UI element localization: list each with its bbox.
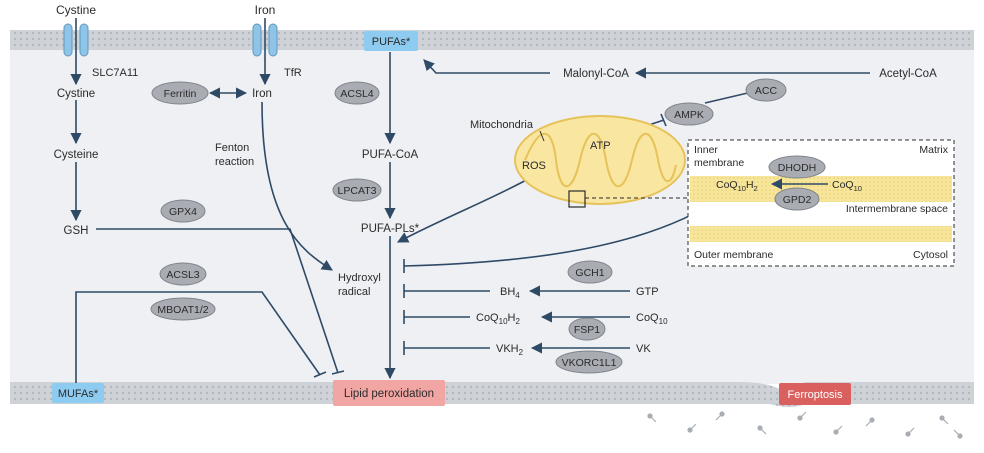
bottom-membrane bbox=[10, 382, 974, 407]
acsl4-label: ACSL4 bbox=[340, 88, 373, 100]
lpcat3-label: LPCAT3 bbox=[338, 185, 377, 197]
inhibit-mufa-line bbox=[75, 291, 321, 386]
mitochondria-label: Mitochondria bbox=[470, 119, 534, 131]
mito-inset bbox=[687, 139, 955, 267]
coq-label: CoQ10 bbox=[636, 312, 668, 326]
pufas-box bbox=[364, 31, 418, 51]
ferroptosis-box bbox=[779, 383, 851, 405]
inhibit-gsh-line bbox=[96, 228, 339, 374]
inset-coq10-label: CoQ10 bbox=[832, 179, 862, 193]
atp-label: ATP bbox=[590, 140, 611, 152]
lipid-peroxidation-label: Lipid peroxidation bbox=[344, 388, 434, 400]
tfr-transporter bbox=[252, 23, 278, 57]
hydroxyl-label-2: radical bbox=[338, 286, 370, 298]
tfr-label: TfR bbox=[284, 67, 302, 79]
vkorc1l1-label: VKORC1L1 bbox=[562, 357, 617, 369]
ferritin-oval bbox=[151, 81, 209, 105]
fenton-label-2: reaction bbox=[215, 156, 254, 168]
acetyl-coa-label: Acetyl-CoA bbox=[879, 68, 937, 80]
gpx4-oval bbox=[160, 199, 206, 223]
ferroptosis-label: Ferroptosis bbox=[787, 389, 843, 401]
iron-outside-label: Iron bbox=[255, 3, 276, 17]
pufa-coa-label: PUFA-CoA bbox=[362, 149, 419, 161]
slc7a11-label: SLC7A11 bbox=[92, 67, 138, 79]
ros-label: ROS bbox=[522, 160, 546, 172]
mitochondria-pointer bbox=[539, 130, 545, 142]
inhibit-gsh-bar bbox=[331, 370, 345, 375]
pufa-pls-label: PUFA-PLs* bbox=[361, 223, 420, 235]
vk-label: VK bbox=[636, 343, 651, 355]
gpd2-label: GPD2 bbox=[783, 194, 812, 206]
gch1-label: GCH1 bbox=[575, 267, 604, 279]
acsl3-oval bbox=[159, 262, 207, 286]
slc7a11-transporter bbox=[63, 23, 89, 57]
ferritin-label: Ferritin bbox=[164, 88, 197, 100]
fsp1-oval bbox=[568, 317, 606, 341]
acc-oval bbox=[745, 78, 787, 102]
arrow-malonyl-pufas bbox=[423, 59, 550, 74]
gpd2-oval bbox=[774, 187, 820, 211]
vkh2-label: VKH2 bbox=[496, 343, 524, 357]
iron-label: Iron bbox=[252, 88, 272, 100]
enzyme-ovals bbox=[150, 78, 826, 374]
gtp-label: GTP bbox=[636, 286, 659, 298]
inhibit-mufa-bar bbox=[313, 371, 327, 378]
mboat-label: MBOAT1/2 bbox=[157, 304, 208, 316]
coqh2-label: CoQ10H2 bbox=[476, 312, 520, 326]
malonyl-coa-label: Malonyl-CoA bbox=[563, 68, 629, 80]
arrow-fenton bbox=[261, 101, 333, 271]
lipid-fragments bbox=[647, 411, 963, 439]
ampk-label: AMPK bbox=[674, 109, 704, 121]
cytosol-label: Cytosol bbox=[913, 249, 948, 261]
cysteine-label: Cysteine bbox=[54, 149, 99, 161]
gsh-label: GSH bbox=[64, 225, 89, 237]
inhibit-atp-ampk-bar bbox=[660, 113, 667, 127]
fsp1-label: FSP1 bbox=[574, 324, 600, 336]
ampk-oval bbox=[664, 102, 714, 126]
lipid-peroxidation-box bbox=[333, 380, 445, 406]
gpx4-label: GPX4 bbox=[169, 206, 197, 218]
inner-membrane-label-2: membrane bbox=[694, 157, 744, 169]
cystine-label: Cystine bbox=[57, 88, 95, 100]
bh4-label: BH4 bbox=[500, 286, 520, 300]
top-membrane bbox=[10, 30, 974, 50]
hydroxyl-label-1: Hydroxyl bbox=[338, 272, 381, 284]
mboat-oval bbox=[150, 297, 216, 321]
lpcat3-oval bbox=[332, 178, 382, 202]
inset-coq10h2-label: CoQ10H2 bbox=[716, 179, 758, 193]
acc-label: ACC bbox=[755, 85, 778, 97]
arrow-ros-pufa bbox=[397, 177, 531, 243]
mufas-label: MUFAs* bbox=[58, 388, 99, 400]
gch1-oval bbox=[567, 260, 613, 284]
mufas-box bbox=[52, 383, 104, 403]
outer-membrane-band bbox=[690, 226, 952, 242]
fenton-label-1: Fenton bbox=[215, 142, 249, 154]
dhodh-oval bbox=[768, 155, 826, 179]
mitochondrion bbox=[514, 115, 686, 208]
acsl4-oval bbox=[334, 81, 380, 105]
cystine-outside-label: Cystine bbox=[56, 3, 96, 17]
intermembrane-label: Intermembrane space bbox=[846, 203, 948, 215]
acsl3-label: ACSL3 bbox=[166, 269, 199, 281]
outer-membrane-label: Outer membrane bbox=[694, 249, 774, 261]
inhibit-ampk-acc bbox=[704, 91, 753, 104]
matrix-label: Matrix bbox=[919, 144, 948, 156]
vkorc1l1-oval bbox=[555, 350, 623, 374]
inner-membrane-band bbox=[690, 176, 952, 202]
dhodh-label: DHODH bbox=[778, 162, 817, 174]
pufas-label: PUFAs* bbox=[372, 36, 411, 48]
connectors bbox=[70, 18, 870, 386]
inner-membrane-label-1: Inner bbox=[694, 144, 718, 156]
